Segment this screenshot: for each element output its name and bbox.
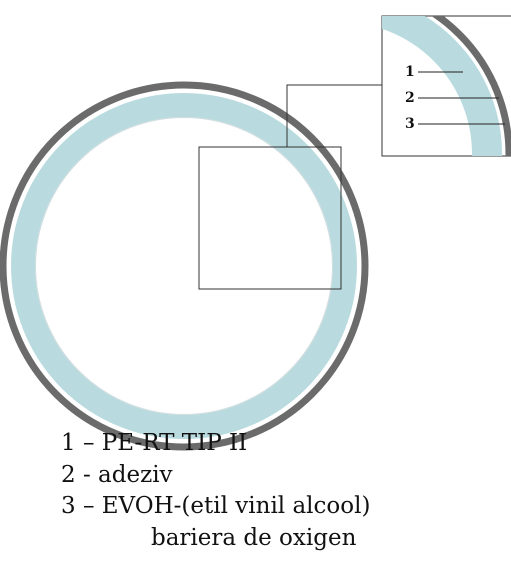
legend-item-3-continued: bariera de oxigen bbox=[151, 524, 357, 551]
inset-outer-evoh-ring bbox=[431, 16, 511, 156]
main-cross-section bbox=[0, 81, 369, 451]
zoom-inset: 1 2 3 bbox=[381, 15, 511, 157]
zoom-selection-box bbox=[198, 146, 342, 290]
pipe-inner-edge bbox=[35, 117, 333, 415]
pe-rt-wall-layer bbox=[11, 93, 357, 439]
outer-evoh-ring bbox=[0, 81, 369, 451]
layer-legend: 1 – PE-RT TIP II 2 - adeziv 3 – EVOH-(et… bbox=[0, 428, 511, 554]
legend-item-3: 3 – EVOH-(etil vinil alcool) bbox=[61, 493, 371, 519]
zoom-connector-line bbox=[286, 84, 382, 147]
callout-label-1: 1 bbox=[405, 64, 415, 80]
callout-label-3: 3 bbox=[405, 116, 415, 132]
legend-item-2: 2 - adeziv bbox=[61, 461, 173, 488]
inset-pe-rt-wall-layer bbox=[382, 16, 502, 156]
legend-item-1: 1 – PE-RT TIP II bbox=[61, 430, 248, 456]
callout-label-2: 2 bbox=[405, 90, 415, 106]
